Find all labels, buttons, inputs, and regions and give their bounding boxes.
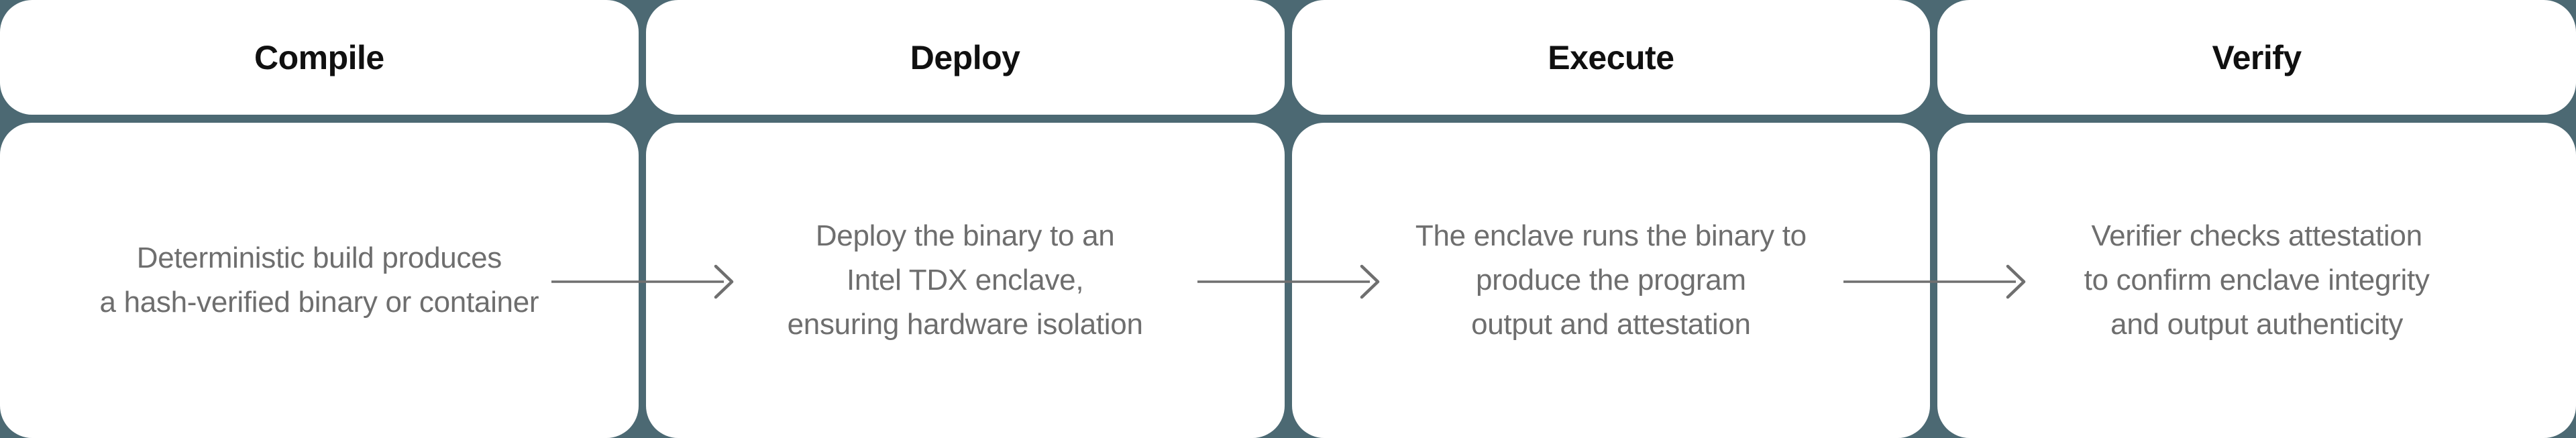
step-description: Verifier checks attestation to confirm e… (2084, 219, 2430, 341)
step-verify-body-card: Verifier checks attestation to confirm e… (1937, 123, 2576, 438)
step-title: Compile (254, 38, 384, 76)
step-compile: Compile Deterministic build produces a h… (0, 0, 639, 438)
step-compile-body-card: Deterministic build produces a hash-veri… (0, 123, 639, 438)
step-execute: Execute The enclave runs the binary to p… (1291, 0, 1931, 438)
step-deploy-body-card: Deploy the binary to an Intel TDX enclav… (645, 123, 1285, 438)
step-description: The enclave runs the binary to produce t… (1415, 219, 1807, 341)
step-execute-body-card: The enclave runs the binary to produce t… (1291, 123, 1931, 438)
step-deploy-header-card: Deploy (645, 0, 1285, 115)
step-execute-header-card: Execute (1291, 0, 1931, 115)
step-title: Execute (1548, 38, 1674, 76)
step-compile-header-card: Compile (0, 0, 639, 115)
step-title: Deploy (910, 38, 1020, 76)
step-description: Deploy the binary to an Intel TDX enclav… (787, 219, 1143, 341)
step-description: Deterministic build produces a hash-veri… (99, 241, 539, 319)
step-verify: Verify Verifier checks attestation to co… (1937, 0, 2576, 438)
step-deploy: Deploy Deploy the binary to an Intel TDX… (645, 0, 1285, 438)
step-verify-header-card: Verify (1937, 0, 2576, 115)
step-title: Verify (2212, 38, 2302, 76)
